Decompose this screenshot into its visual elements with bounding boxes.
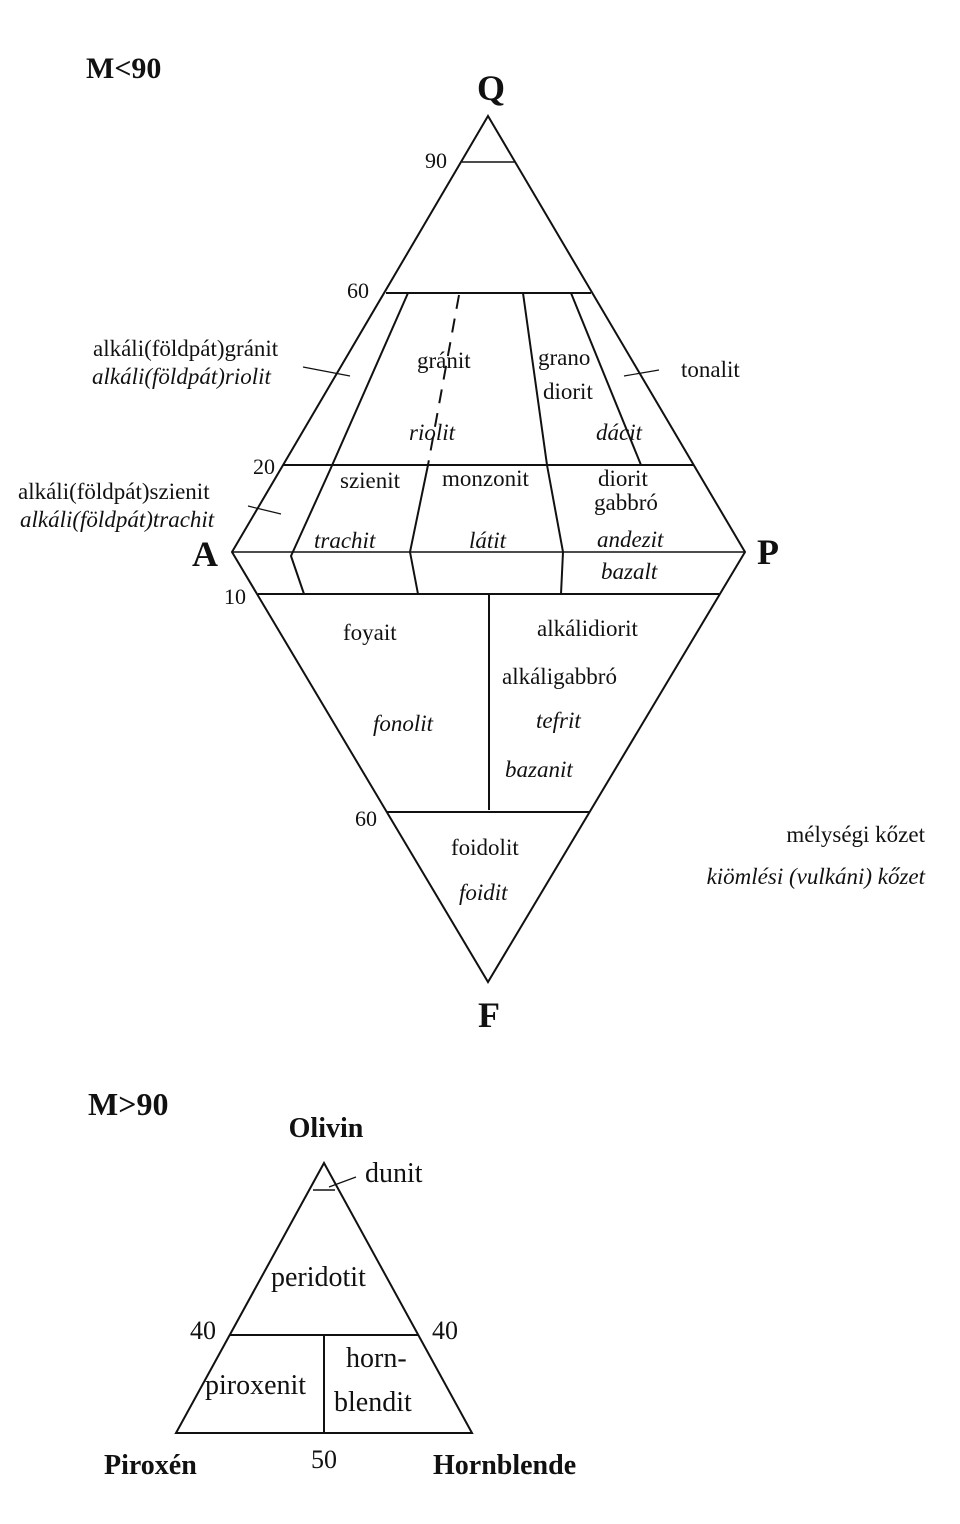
vertex-olivin: Olivin xyxy=(289,1113,364,1144)
tick-q90: 90 xyxy=(425,148,447,173)
label-andezit: andezit xyxy=(597,527,664,552)
leader-dunit xyxy=(328,1176,357,1188)
legend-volcanic: kiömlési (vulkáni) kőzet xyxy=(707,864,926,889)
label-tonalit: tonalit xyxy=(681,357,740,382)
label-alkali-riolit: alkáli(földpát)riolit xyxy=(92,364,271,389)
label-dacit: dácit xyxy=(596,420,643,445)
label-blendit: blendit xyxy=(334,1387,412,1418)
heading-m-lt-90: M<90 xyxy=(86,52,161,85)
leader-tonalit xyxy=(623,369,660,377)
label-alkaligabbro: alkáligabbró xyxy=(502,664,617,689)
label-gabbro: gabbró xyxy=(594,490,658,515)
label-foidolit: foidolit xyxy=(451,835,519,860)
label-szienit: szienit xyxy=(340,468,401,493)
tick-f60: 60 xyxy=(355,806,377,831)
qapf-outline xyxy=(230,114,747,984)
label-alkali-trachit: alkáli(földpát)trachit xyxy=(20,507,215,532)
label-bazalt: bazalt xyxy=(601,559,658,584)
vertex-p: P xyxy=(757,532,779,572)
ultramafic-triangle xyxy=(174,1160,474,1434)
tick-right-40: 40 xyxy=(432,1316,458,1345)
tick-f10: 10 xyxy=(224,584,246,609)
tick-q60: 60 xyxy=(347,278,369,303)
label-alkali-granit: alkáli(földpát)gránit xyxy=(93,336,279,361)
label-foyait: foyait xyxy=(343,620,397,645)
leader-alkali-szienit xyxy=(247,505,282,515)
div-tonalit xyxy=(570,292,642,466)
label-alkali-szienit: alkáli(földpát)szienit xyxy=(18,479,210,504)
div-granit-dashed xyxy=(427,294,460,466)
label-granit: gránit xyxy=(417,348,471,373)
label-riolit: riolit xyxy=(409,420,456,445)
vertex-f: F xyxy=(478,995,500,1035)
tick-left-40: 40 xyxy=(190,1316,216,1345)
label-tefrit: tefrit xyxy=(536,708,581,733)
tick-q20: 20 xyxy=(253,454,275,479)
vertex-a: A xyxy=(192,534,218,574)
label-latit: látit xyxy=(469,528,507,553)
vertex-piroxen: Piroxén xyxy=(104,1450,197,1481)
div-monzonit xyxy=(408,464,429,595)
div-grano xyxy=(522,292,565,595)
label-fonolit: fonolit xyxy=(373,711,434,736)
tick-base-50: 50 xyxy=(311,1445,337,1474)
label-monzonit: monzonit xyxy=(442,466,529,491)
label-foidit: foidit xyxy=(459,880,508,905)
label-piroxenit: piroxenit xyxy=(205,1370,306,1401)
vertex-hornblende: Hornblende xyxy=(433,1450,576,1481)
label-diorit: diorit xyxy=(598,466,648,491)
label-peridotit: peridotit xyxy=(271,1262,366,1293)
legend-plutonic: mélységi kőzet xyxy=(786,822,925,847)
label-alkalidiorit: alkálidiorit xyxy=(537,616,639,641)
label-grano: grano xyxy=(538,345,590,370)
label-dunit: dunit xyxy=(365,1158,423,1189)
label-bazanit: bazanit xyxy=(505,757,573,782)
vertex-q: Q xyxy=(477,68,505,108)
leader-alkali-granit xyxy=(302,366,351,377)
heading-m-gt-90: M>90 xyxy=(88,1086,168,1122)
qapf-diamond xyxy=(230,114,747,984)
div-alkali xyxy=(289,292,409,595)
label-diorit-q: diorit xyxy=(543,379,593,404)
label-trachit: trachit xyxy=(314,528,376,553)
label-horn: horn- xyxy=(346,1343,407,1374)
